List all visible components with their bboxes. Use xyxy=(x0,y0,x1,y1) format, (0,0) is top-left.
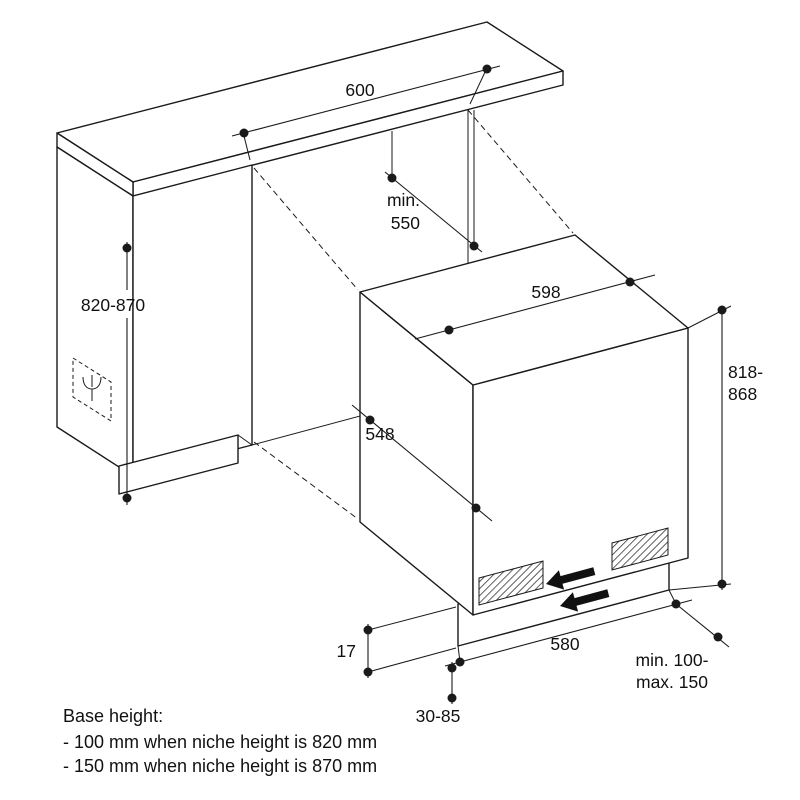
note-line-2: - 150 mm when niche height is 870 mm xyxy=(63,756,377,776)
dim-niche-height: 820-870 xyxy=(81,242,145,505)
dim-rear-clearance: min. 100- max. 150 xyxy=(636,603,730,692)
dim-label-niche-depth-prefix: min. xyxy=(387,190,420,210)
dim-label-appliance-height-2: 868 xyxy=(728,384,757,404)
power-outlet-icon xyxy=(72,357,112,422)
counter-unit xyxy=(56,21,564,495)
dim-appliance-width: 598 xyxy=(414,274,656,340)
dim-appliance-depth: 548 xyxy=(351,404,493,522)
dim-label-niche-height: 820-870 xyxy=(81,295,145,315)
vent-grille-left xyxy=(478,560,544,606)
dim-label-appliance-depth: 548 xyxy=(365,424,394,444)
appliance xyxy=(359,234,689,647)
dim-label-rear-clearance-1: min. 100- xyxy=(636,650,709,670)
dim-vent-width: 580 xyxy=(444,589,693,667)
dim-label-appliance-height-1: 818- xyxy=(728,362,763,382)
dim-label-floor-gap: 30-85 xyxy=(416,706,461,726)
dim-side-offset: 17 xyxy=(337,606,457,678)
dim-niche-depth: min. 550 xyxy=(384,110,483,253)
dim-label-counter-width: 600 xyxy=(345,80,374,100)
cabinet-front-panel xyxy=(132,164,253,477)
dim-floor-gap: 30-85 xyxy=(416,662,461,726)
note-line-1: - 100 mm when niche height is 820 mm xyxy=(63,732,377,752)
dim-label-side-offset: 17 xyxy=(337,641,356,661)
cabinet-plinth xyxy=(118,434,253,495)
vent-grille-right xyxy=(611,527,669,571)
dim-appliance-height: 818- 868 xyxy=(668,305,763,591)
dim-label-niche-depth-value: 550 xyxy=(391,213,420,233)
dim-label-vent-width: 580 xyxy=(550,634,579,654)
base-height-note: Base height: - 100 mm when niche height … xyxy=(63,706,377,776)
dim-label-appliance-width: 598 xyxy=(531,282,560,302)
dim-label-rear-clearance-2: max. 150 xyxy=(636,672,708,692)
ventilation-grille xyxy=(478,527,669,606)
note-title: Base height: xyxy=(63,706,163,726)
dim-counter-width: 600 xyxy=(231,64,501,161)
airflow-arrow-icon xyxy=(546,567,610,612)
